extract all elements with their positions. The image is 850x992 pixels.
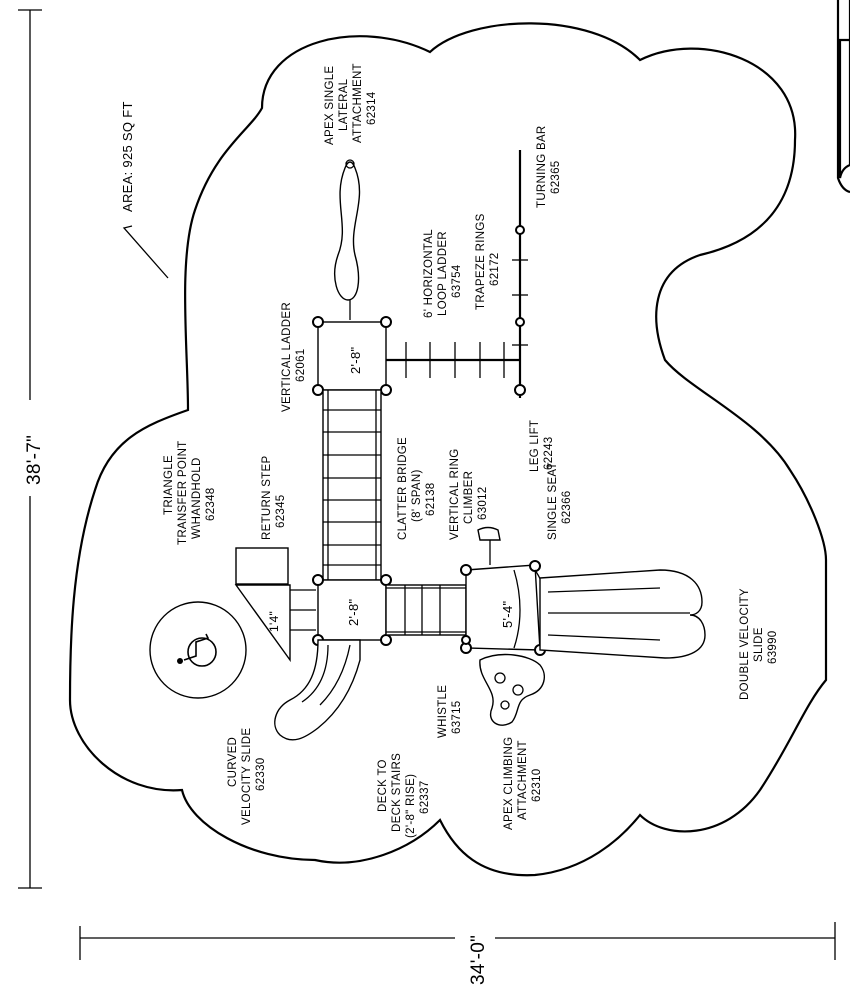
svg-text:62337: 62337: [419, 781, 431, 814]
svg-text:63754: 63754: [451, 264, 463, 298]
svg-text:APEX SINGLE: APEX SINGLE: [324, 66, 336, 145]
vertical-ring-climber: [477, 526, 501, 541]
label-trapeze-rings: TRAPEZE RINGS 62172: [475, 213, 501, 310]
svg-text:VELOCITY SLIDE: VELOCITY SLIDE: [241, 728, 253, 825]
svg-text:TRAPEZE RINGS: TRAPEZE RINGS: [475, 213, 487, 310]
svg-text:62345: 62345: [275, 495, 287, 528]
middle-deck: [317, 579, 387, 641]
svg-text:63990: 63990: [767, 631, 779, 664]
triangle-transfer: [234, 584, 291, 663]
svg-text:DOUBLE VELOCITY: DOUBLE VELOCITY: [739, 588, 751, 700]
width-dimension: 34'-0": [468, 935, 489, 985]
svg-text:63012: 63012: [477, 487, 489, 520]
label-turning-bar: TURNING BAR 62365: [536, 125, 562, 208]
label-triangle-transfer: TRIANGLE TRANSFER POINT W\HANDHOLD 62348: [163, 440, 217, 545]
svg-text:LOOP LADDER: LOOP LADDER: [437, 231, 449, 316]
label-ring-climber: VERTICAL RING CLIMBER 63012: [449, 449, 489, 540]
svg-text:62348: 62348: [205, 488, 217, 521]
height-dimension: 38'-7": [24, 435, 45, 485]
svg-text:SINGLE SEAT: SINGLE SEAT: [547, 462, 559, 540]
accessible-transfer-circle: [149, 601, 247, 699]
top-deck: [317, 321, 387, 391]
svg-text:RETURN STEP: RETURN STEP: [261, 456, 273, 540]
triangle-deck-label: 1'4": [267, 611, 281, 632]
label-deck-stairs: DECK TO DECK STAIRS (2'-8" RISE) 62337: [377, 753, 431, 838]
svg-text:DECK STAIRS: DECK STAIRS: [391, 753, 403, 832]
label-horizontal-ladder: 6' HORIZONTAL LOOP LADDER 63754: [423, 229, 463, 318]
svg-text:6' HORIZONTAL: 6' HORIZONTAL: [423, 229, 435, 318]
double-velocity-slide: [539, 569, 706, 659]
svg-text:CURVED: CURVED: [227, 737, 239, 787]
svg-text:W\HANDHOLD: W\HANDHOLD: [191, 457, 203, 539]
area-label: AREA: 925 SQ FT: [120, 101, 135, 212]
svg-text:VERTICAL RING: VERTICAL RING: [449, 449, 461, 540]
svg-text:62314: 62314: [366, 91, 378, 125]
svg-text:TRANSFER POINT: TRANSFER POINT: [177, 440, 189, 545]
legend-box-side: [836, 0, 850, 194]
apex-lateral-attachment: [334, 161, 361, 301]
area-leader: [122, 225, 169, 279]
svg-text:SLIDE: SLIDE: [753, 627, 765, 662]
label-apex-climbing: APEX CLIMBING ATTACHMENT 62310: [503, 737, 543, 830]
whistle: [461, 635, 471, 645]
label-apex-lateral: APEX SINGLE LATERAL ATTACHMENT 62314: [324, 63, 378, 145]
svg-text:TURNING BAR: TURNING BAR: [536, 125, 548, 208]
return-step: [235, 547, 289, 585]
label-double-slide: DOUBLE VELOCITY SLIDE 63990: [739, 588, 779, 700]
label-leg-lift: LEG LIFT 62243: [529, 420, 555, 472]
play-area-boundary: [68, 22, 828, 877]
svg-text:63715: 63715: [451, 701, 463, 734]
label-single-seat: SINGLE SEAT 62366: [547, 462, 573, 540]
deck-stairs: [385, 584, 467, 636]
label-curved-slide: CURVED VELOCITY SLIDE 62330: [227, 728, 267, 825]
svg-text:62330: 62330: [255, 758, 267, 791]
curved-velocity-slide: [274, 639, 361, 741]
svg-text:62310: 62310: [531, 769, 543, 802]
svg-text:62061: 62061: [295, 349, 307, 382]
svg-text:DECK TO: DECK TO: [377, 759, 389, 812]
svg-text:CLATTER BRIDGE: CLATTER BRIDGE: [397, 437, 409, 540]
svg-text:62243: 62243: [543, 437, 555, 470]
svg-text:ATTACHMENT: ATTACHMENT: [352, 63, 364, 143]
svg-text:(2'-8" RISE): (2'-8" RISE): [405, 774, 417, 838]
svg-text:62138: 62138: [425, 483, 437, 516]
clatter-bridge: [322, 389, 382, 581]
svg-text:62365: 62365: [550, 161, 562, 194]
right-deck-label: 5'-4": [500, 601, 515, 628]
svg-text:CLIMBER: CLIMBER: [463, 471, 475, 524]
svg-text:LATERAL: LATERAL: [338, 78, 350, 131]
label-return-step: RETURN STEP 62345: [261, 456, 287, 540]
svg-text:62366: 62366: [561, 491, 573, 524]
svg-text:ATTACHMENT: ATTACHMENT: [517, 740, 529, 820]
apex-climbing-attachment: [479, 653, 546, 726]
svg-text:(8' SPAN): (8' SPAN): [411, 469, 423, 522]
svg-text:TRIANGLE: TRIANGLE: [163, 455, 175, 515]
label-vertical-ladder: VERTICAL LADDER 62061: [281, 302, 307, 412]
svg-text:VERTICAL LADDER: VERTICAL LADDER: [281, 302, 293, 412]
top-deck-label: 2'-8": [348, 347, 363, 374]
svg-text:62172: 62172: [489, 253, 501, 286]
label-clatter-bridge: CLATTER BRIDGE (8' SPAN) 62138: [397, 437, 437, 540]
label-whistle: WHISTLE 63715: [437, 685, 463, 738]
svg-text:APEX CLIMBING: APEX CLIMBING: [503, 737, 515, 830]
middle-deck-label: 2'-8": [346, 599, 361, 626]
legend-box-edge: [838, 0, 850, 179]
svg-text:WHISTLE: WHISTLE: [437, 685, 449, 738]
svg-text:LEG LIFT: LEG LIFT: [529, 420, 541, 472]
wheelchair-icon: [177, 633, 217, 667]
